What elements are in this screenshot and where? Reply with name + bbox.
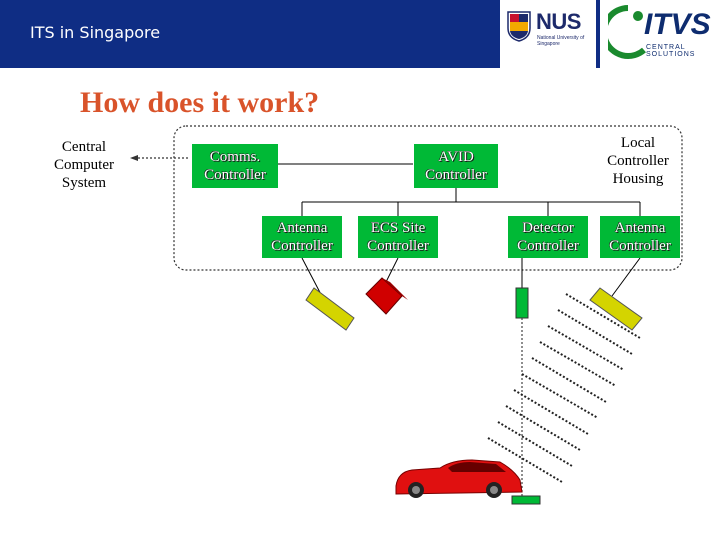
detector-device [515, 287, 529, 319]
itvs-swirl-icon [608, 5, 646, 59]
local-controller-housing-label: Local Controller Housing [607, 135, 669, 187]
avid-controller-box: AVID Controller [414, 144, 498, 188]
local-controller-housing-outline [173, 125, 683, 271]
nus-logo-subtext: National University of Singapore [537, 35, 585, 47]
ecs-camera-device [365, 277, 408, 315]
nus-logo-text: NUS [536, 9, 581, 34]
comms-controller-box: Comms. Controller [192, 144, 278, 188]
car-icon [395, 459, 523, 498]
antenna-controller-1-box: Antenna Controller [262, 216, 342, 258]
itvs-logo-subtext: CENTRAL SOLUTIONS [646, 44, 696, 58]
antenna-device-1 [305, 287, 355, 331]
header-title: ITS in Singapore [30, 23, 161, 42]
arrowhead-icon [130, 155, 138, 161]
itvs-logo-text: ITVS [644, 8, 711, 41]
itvs-logo: ITVS CENTRAL SOLUTIONS [600, 0, 720, 68]
slide-title: How does it work? [80, 86, 320, 119]
antenna-device-2 [589, 287, 643, 331]
ecs-site-controller-box: ECS Site Controller [358, 216, 438, 258]
detector-base [511, 495, 541, 505]
detector-controller-box: Detector Controller [508, 216, 588, 258]
antenna-controller-2-box: Antenna Controller [600, 216, 680, 258]
cable-antenna-2 [611, 257, 641, 297]
central-computer-label: Central Computer System [54, 139, 114, 191]
nus-logo: NUS National University of Singapore [500, 0, 596, 68]
antenna-signal-rays [487, 293, 641, 483]
nus-crest-icon [507, 11, 531, 42]
